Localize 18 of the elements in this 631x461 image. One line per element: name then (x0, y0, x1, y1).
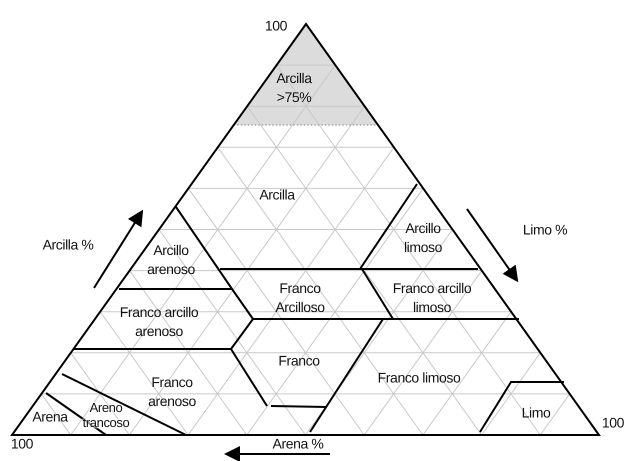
region-label: Franco arcillo limoso (392, 279, 472, 317)
tick-label: 100 (10, 434, 34, 454)
region-label: Franco arenoso (147, 373, 197, 411)
region-label: Arcilla (259, 186, 295, 204)
axis-label: Arena % (272, 434, 324, 454)
region-label: Franco Arcilloso (274, 279, 326, 317)
axis-label: Limo % (522, 220, 568, 240)
region-label: Arcillo limoso (402, 219, 444, 257)
region-label: Arena (32, 408, 68, 426)
region-label: Arcillo arenoso (146, 241, 196, 279)
region-label: Arcilla >75% (275, 69, 313, 107)
axis-label: Arcilla % (42, 236, 94, 254)
tick-label: 100 (264, 16, 288, 36)
region-label: Franco (278, 352, 320, 370)
region-label: Franco arcillo arenoso (118, 303, 200, 341)
region-label: Limo (522, 404, 550, 422)
tick-label: 100 (602, 414, 624, 432)
region-label: Franco limoso (378, 368, 460, 388)
